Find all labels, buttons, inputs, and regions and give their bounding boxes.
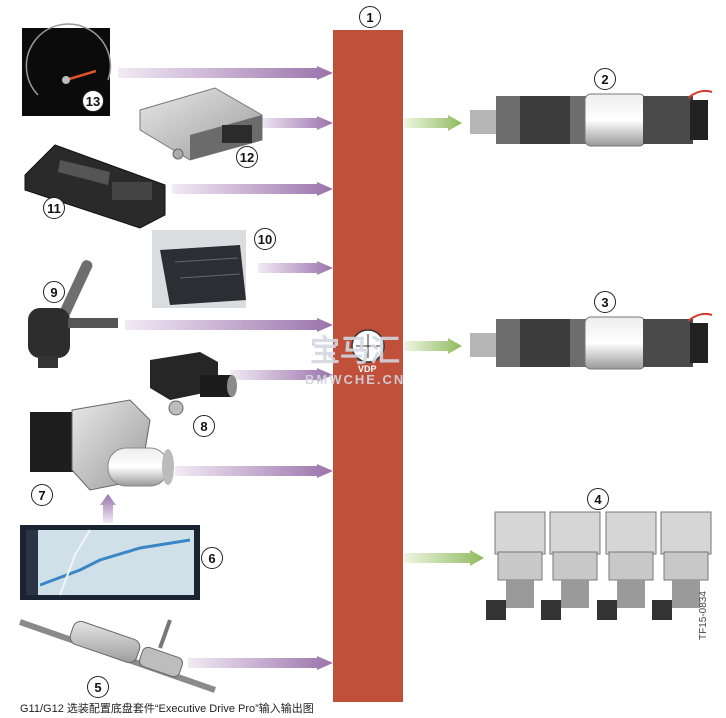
output-arrow-3 (404, 338, 462, 354)
callout-9: 9 (43, 281, 65, 303)
watermark-unit: VDP (358, 364, 377, 374)
callout-5: 5 (87, 676, 109, 698)
figure-code: TF15-0834 (698, 591, 709, 640)
actuator-rear-image (470, 312, 713, 370)
input-arrow-11 (172, 182, 333, 196)
callout-6: 6 (201, 547, 223, 569)
watermark-en: BMWCHE.CN (305, 372, 406, 387)
height-sensor-image (28, 260, 118, 368)
input-arrow-7 (175, 464, 333, 478)
callout-10: 10 (254, 228, 276, 250)
input-arrow-10 (258, 261, 333, 275)
instrument-cluster-image (22, 23, 112, 116)
callout-4: 4 (587, 488, 609, 510)
air-suspension-struts-image (486, 511, 712, 620)
input-arrow-5 (188, 656, 333, 670)
callout-11: 11 (43, 197, 65, 219)
actuator-front-image (470, 89, 713, 147)
callout-3: 3 (594, 291, 616, 313)
navigation-display-image (20, 525, 200, 600)
output-arrow-2 (404, 115, 462, 131)
steering-rack-image (19, 619, 216, 693)
input-arrow-8 (230, 368, 333, 382)
vdp-control-unit-bar (333, 30, 403, 702)
input-arrow-13 (118, 66, 333, 80)
watermark-cn: 宝马汇 (310, 335, 400, 368)
callout-13: 13 (82, 90, 104, 112)
callout-1: 1 (359, 6, 381, 28)
input-arrow-12 (258, 116, 333, 130)
input-arrows (100, 66, 333, 670)
output-arrows (404, 115, 484, 566)
callout-12: 12 (236, 146, 258, 168)
watermark-logo (351, 329, 385, 363)
ecu-bracket-image (24, 144, 166, 229)
drive-switch-image (152, 230, 246, 308)
callout-8: 8 (193, 415, 215, 437)
input-arrow-9 (125, 318, 333, 332)
callout-2: 2 (594, 68, 616, 90)
callout-7: 7 (31, 484, 53, 506)
control-unit-image (139, 87, 263, 161)
output-arrow-4 (404, 550, 484, 566)
input-arrow-6-to-7 (100, 494, 116, 523)
dsc-unit-image (30, 399, 174, 491)
actuator-motor-image (150, 352, 237, 416)
figure-caption: G11/G12 选装配置底盘套件“Executive Drive Pro”输入输… (20, 703, 314, 715)
